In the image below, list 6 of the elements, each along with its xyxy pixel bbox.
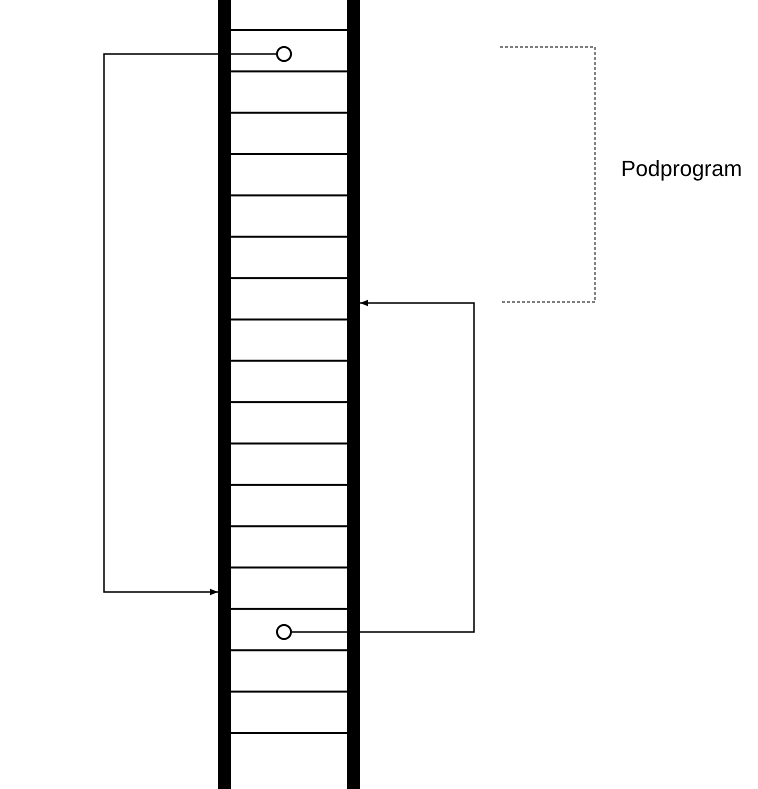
circle-marker [276,46,292,62]
bracket-label: Podprogram [621,156,742,182]
arrow [103,53,276,596]
arrow [292,300,475,633]
circle-marker [276,624,292,640]
memory-column [218,0,360,789]
